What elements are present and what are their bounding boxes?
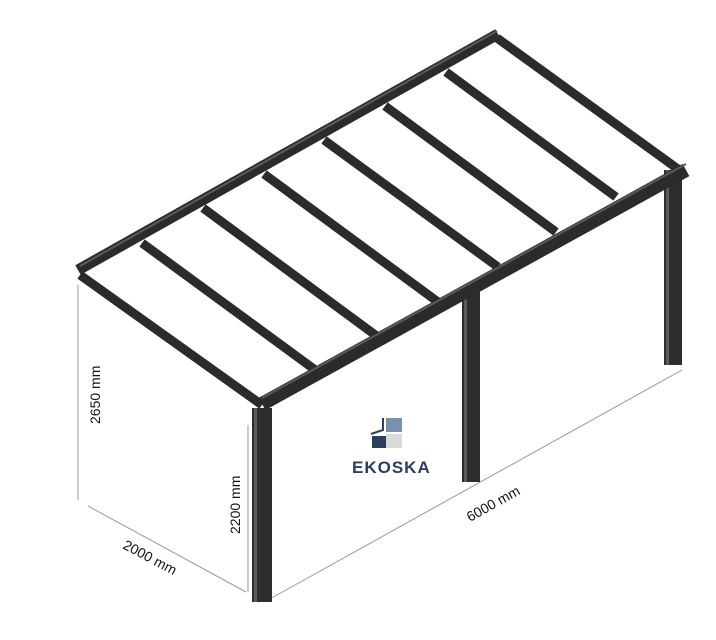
posts bbox=[252, 170, 682, 602]
ekoska-logo: EKOSKA bbox=[352, 418, 431, 477]
label-height-back: 2650 mm bbox=[87, 366, 103, 424]
front-beam bbox=[258, 163, 690, 411]
label-height-front: 2200 mm bbox=[227, 476, 243, 534]
rafters bbox=[77, 34, 685, 409]
logo-square-mid bbox=[386, 418, 402, 432]
back-rail bbox=[75, 29, 501, 275]
dimension-line-depth bbox=[87, 505, 247, 593]
logo-square-light bbox=[386, 434, 402, 448]
logo-square-dark bbox=[372, 436, 386, 448]
label-depth: 2000 mm bbox=[121, 537, 180, 579]
label-length: 6000 mm bbox=[464, 482, 523, 524]
dimension-line-length bbox=[267, 369, 683, 601]
logo-text: EKOSKA bbox=[352, 458, 431, 477]
